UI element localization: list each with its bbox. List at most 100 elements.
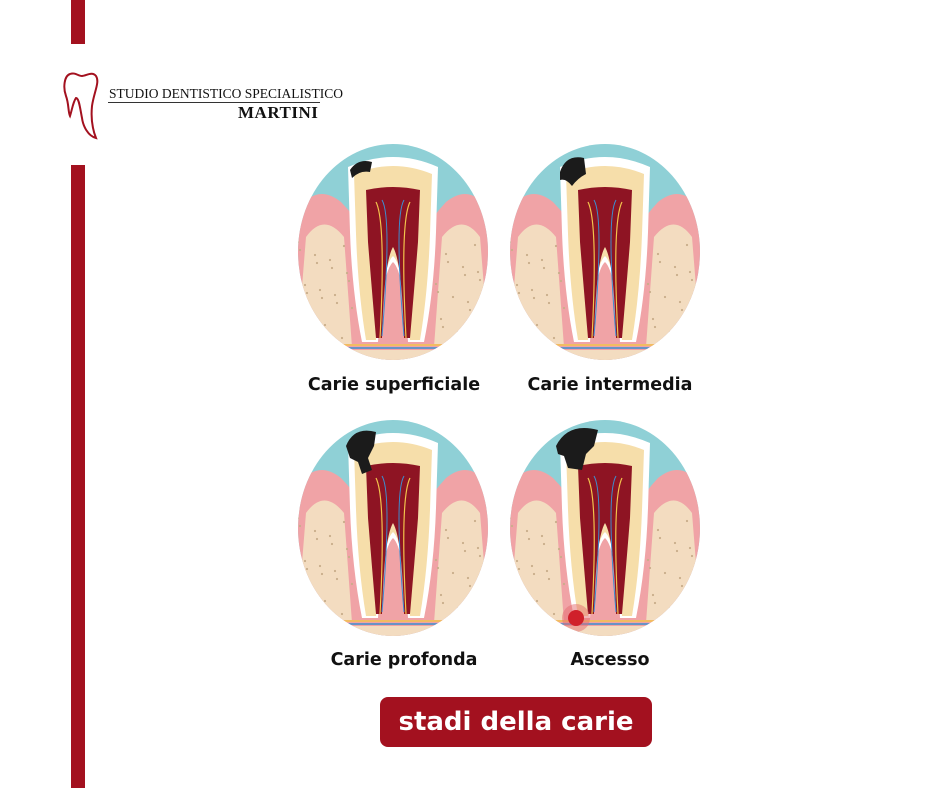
bone-speckle	[668, 330, 672, 334]
bone-speckle	[471, 335, 475, 339]
decay-spot	[350, 161, 372, 178]
bone-speckle	[335, 301, 339, 305]
logo-studio-name: STUDIO DENTISTICO SPECIALISTICO	[109, 86, 343, 101]
bone-speckle	[342, 244, 346, 248]
bone-speckle	[305, 567, 309, 571]
bone-speckle	[525, 529, 529, 533]
bone-speckle	[557, 547, 561, 551]
bone-speckle	[481, 581, 485, 585]
pulp-vessels	[593, 475, 617, 613]
bone-speckle	[456, 330, 460, 334]
bone-speckle	[559, 279, 563, 283]
bone-speckle	[668, 606, 672, 610]
bone-speckle	[446, 536, 450, 540]
bone-speckle	[646, 282, 650, 286]
bone-speckle	[557, 271, 561, 275]
bone-speckle	[663, 295, 667, 299]
bone-speckle	[651, 317, 655, 321]
pulp-nerves	[587, 201, 623, 339]
pulp-vessels	[593, 199, 617, 337]
bone-speckle	[517, 291, 521, 295]
bone-speckle	[446, 260, 450, 264]
bone-speckle	[656, 252, 660, 256]
bone-speckle	[303, 283, 307, 287]
bone-speckle	[320, 296, 324, 300]
bone-speckle	[646, 558, 650, 562]
bone-speckle	[547, 577, 551, 581]
stage-label-deep: Carie profonda	[330, 650, 478, 670]
nerve-band	[510, 344, 700, 350]
bone-speckle	[313, 529, 317, 533]
studio-logo[interactable]: STUDIO DENTISTICO SPECIALISTICO MARTINI	[60, 68, 343, 140]
bone-speckle	[510, 524, 514, 528]
bone-speckle	[688, 270, 692, 274]
bone-speckle	[673, 265, 677, 269]
bone-speckle	[439, 593, 443, 597]
bone-speckle	[313, 253, 317, 257]
bone-speckle	[333, 293, 337, 297]
bone-speckle	[328, 534, 332, 538]
bone-speckle	[547, 301, 551, 305]
nerve-band	[298, 344, 488, 350]
stage-label-intermediate: Carie intermedia	[527, 375, 693, 395]
bone-speckle	[340, 336, 344, 340]
pulp-vessels	[381, 475, 405, 613]
bone-speckle	[685, 519, 689, 523]
brand-bar-top	[71, 0, 85, 44]
bone-speckle	[545, 293, 549, 297]
bone-speckle	[663, 571, 667, 575]
bone-speckle	[303, 559, 307, 563]
bone-speckle	[545, 569, 549, 573]
title-banner: stadi della carie	[380, 697, 652, 747]
bone-speckle	[530, 564, 534, 568]
bone-speckle	[562, 306, 566, 310]
bone-speckle	[510, 240, 512, 244]
bone-speckle	[335, 577, 339, 581]
bone-speckle	[298, 248, 302, 252]
bone-speckle	[695, 589, 699, 593]
bone-speckle	[530, 288, 534, 292]
bone-speckle	[473, 243, 477, 247]
bone-speckle	[554, 520, 558, 524]
bone-speckle	[315, 537, 319, 541]
bone-speckle	[471, 611, 475, 615]
bone-speckle	[525, 253, 529, 257]
bone-speckle	[298, 516, 300, 520]
bone-speckle	[510, 248, 514, 252]
bone-speckle	[522, 326, 526, 330]
bone-speckle	[458, 614, 462, 618]
bone-speckle	[690, 278, 694, 282]
bone-speckle	[441, 601, 445, 605]
bone-speckle	[651, 593, 655, 597]
bone-speckle	[318, 288, 322, 292]
jaw-bone	[510, 224, 700, 360]
bone-speckle	[527, 261, 531, 265]
bone-speckle	[473, 519, 477, 523]
bone-speckle	[685, 243, 689, 247]
bone-speckle	[434, 558, 438, 562]
bone-speckle	[678, 300, 682, 304]
brand-bar-side	[71, 165, 85, 788]
bone-speckle	[436, 566, 440, 570]
bone-speckle	[308, 318, 312, 322]
bone-speckle	[690, 554, 694, 558]
pulp-nerves	[375, 201, 411, 339]
bone-speckle	[468, 308, 472, 312]
bone-speckle	[310, 602, 314, 606]
bone-speckle	[347, 555, 351, 559]
bone-speckle	[683, 335, 687, 339]
bone-speckle	[535, 323, 539, 327]
bone-speckle	[532, 296, 536, 300]
bone-speckle	[305, 291, 309, 295]
bone-speckle	[540, 534, 544, 538]
bone-speckle	[478, 278, 482, 282]
bone-speckle	[552, 336, 556, 340]
bone-speckle	[520, 318, 524, 322]
bone-speckle	[436, 290, 440, 294]
bone-speckle	[537, 607, 541, 611]
bone-speckle	[653, 325, 657, 329]
bone-speckle	[325, 607, 329, 611]
bone-speckle	[522, 602, 526, 606]
bone-speckle	[542, 266, 546, 270]
bone-speckle	[540, 258, 544, 262]
